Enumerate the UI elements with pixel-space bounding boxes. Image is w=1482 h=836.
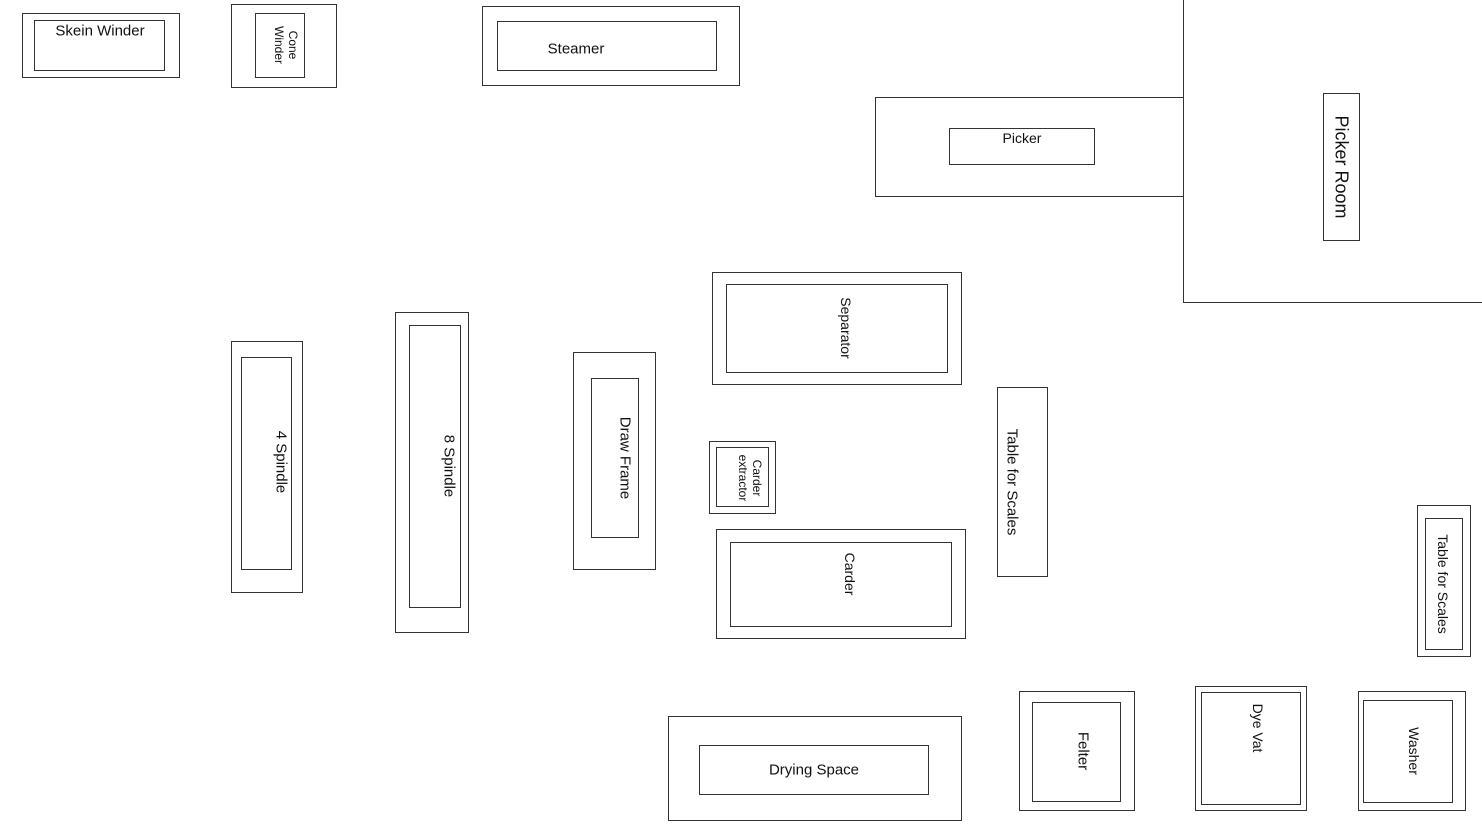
four-spindle-inner xyxy=(241,357,292,570)
steamer-outer xyxy=(482,6,740,86)
separator-label: Separator xyxy=(838,297,855,359)
skein-winder-outer xyxy=(22,13,180,78)
cone-winder-outer xyxy=(231,4,337,88)
picker-enclosure-left xyxy=(875,97,876,197)
eight-spindle-label: 8 Spindle xyxy=(440,434,458,498)
skein-winder-label: Skein Winder xyxy=(55,22,145,40)
carder-outer xyxy=(716,529,966,639)
picker-room-wall-left xyxy=(1183,0,1184,303)
table-for-scales-2-outer xyxy=(1417,505,1471,657)
steamer-label: Steamer xyxy=(547,40,605,58)
separator-inner xyxy=(726,284,948,373)
dye-vat-outer xyxy=(1195,686,1307,811)
table-for-scales-2-inner xyxy=(1425,518,1463,650)
felter-inner xyxy=(1032,702,1121,802)
eight-spindle-outer xyxy=(395,312,469,633)
picker-enclosure-top xyxy=(875,97,1183,98)
steamer-inner xyxy=(497,21,717,71)
picker-box xyxy=(949,128,1095,165)
carder-label: Carder xyxy=(842,552,859,596)
picker-room-box xyxy=(1323,93,1360,241)
picker-label: Picker xyxy=(1002,129,1042,146)
draw-frame-outer xyxy=(573,352,656,570)
cone-winder-label: Cone Winder xyxy=(272,25,300,65)
carder-extractor-label: Carder extractor xyxy=(736,454,764,502)
four-spindle-label: 4 Spindle xyxy=(272,430,290,494)
eight-spindle-inner xyxy=(409,325,461,608)
drying-space-inner xyxy=(699,745,929,795)
carder-extractor-outer xyxy=(709,441,776,514)
carder-extractor-inner xyxy=(716,447,769,507)
drying-space-outer xyxy=(668,716,962,821)
picker-enclosure-bottom xyxy=(875,196,1183,197)
draw-frame-label: Draw Frame xyxy=(616,416,634,500)
separator-outer xyxy=(712,272,962,385)
table-for-scales-2-label: Table for Scales xyxy=(1435,534,1452,634)
cone-winder-inner xyxy=(255,13,305,78)
picker-room-label: Picker Room xyxy=(1331,115,1352,219)
table-for-scales-1-label: Table for Scales xyxy=(1003,428,1021,536)
drying-space-label: Drying Space xyxy=(768,761,860,779)
washer-inner xyxy=(1363,700,1453,803)
picker-room-wall-bottom xyxy=(1183,302,1482,303)
dye-vat-inner xyxy=(1201,692,1301,805)
washer-label: Washer xyxy=(1406,727,1423,775)
washer-outer xyxy=(1358,691,1466,811)
carder-inner xyxy=(730,542,952,627)
table-for-scales-1 xyxy=(997,387,1048,577)
four-spindle-outer xyxy=(231,341,303,593)
draw-frame-inner xyxy=(591,378,639,538)
felter-outer xyxy=(1019,691,1135,811)
felter-label: Felter xyxy=(1074,731,1092,771)
dye-vat-label: Dye Vat xyxy=(1250,703,1267,753)
skein-winder-inner xyxy=(34,20,165,71)
